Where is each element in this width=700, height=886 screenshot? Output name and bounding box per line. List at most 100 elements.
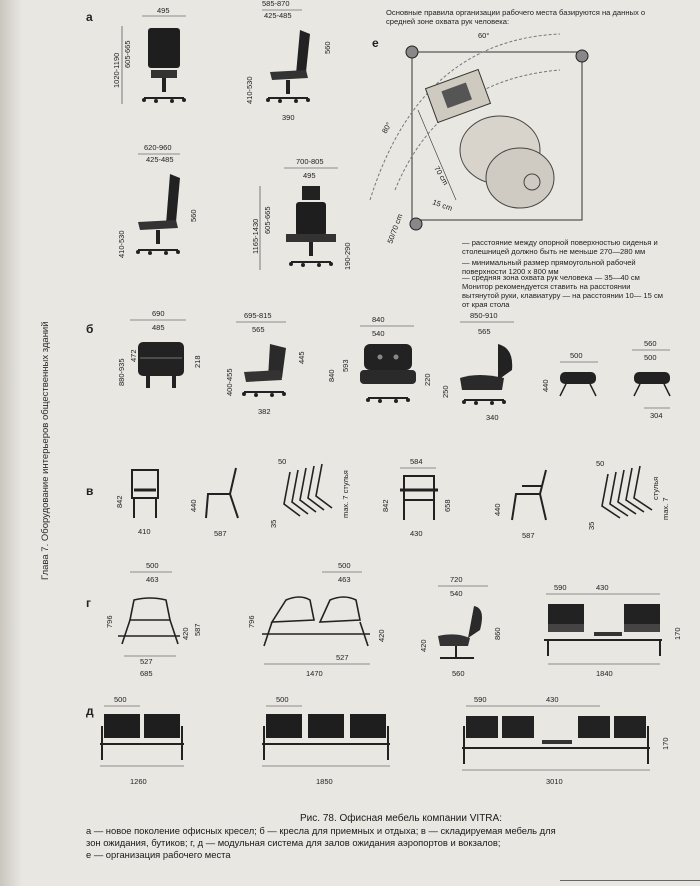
stacked-chairs-v3: 50 max. 7 стулья 35 — [269, 457, 350, 528]
dim-a2-top1: 585-870 — [262, 0, 290, 8]
dim-b1-top1: 690 — [152, 309, 165, 318]
dim-v6-top: 50 — [596, 459, 604, 468]
dim-a4-right: 190-290 — [343, 242, 352, 270]
dim-b3-top2: 540 — [372, 329, 385, 338]
dim-a4-top1: 700-805 — [296, 157, 324, 166]
dim-a4-top2: 495 — [303, 171, 316, 180]
dim-b1-top2: 485 — [152, 323, 165, 332]
office-chair-front-4: 700-805 495 1165-1430 605-665 190-290 — [251, 157, 352, 270]
office-chair-side-3: 620-960 425-485 560 410-530 — [117, 143, 198, 258]
beam-bench-two-d1: 500 1260 — [100, 695, 184, 786]
dim-b3-left1: 840 — [327, 369, 336, 382]
dim-g1-bottom1: 527 — [140, 657, 153, 666]
dim-g4-bottom: 1840 — [596, 669, 613, 678]
dim-d3-bottom: 3010 — [546, 777, 563, 786]
lounge-chair-b1: 690 485 880-935 472 218 — [117, 309, 202, 388]
dim-g1-left: 796 — [105, 615, 114, 628]
workplace-note-1: — расстояние между опорной поверхностью … — [462, 238, 658, 256]
dim-b4-top1: 850-910 — [470, 311, 498, 320]
dim-a3-top2: 425-485 — [146, 155, 174, 164]
row-letter-g: г — [86, 596, 91, 610]
caption-line-1: а — новое поколение офисных кресел; б — … — [86, 825, 556, 836]
dim-b3-top1: 840 — [372, 315, 385, 324]
armchair-side-v5: 440 587 — [493, 469, 547, 540]
dim-a1-left1: 1020-1190 — [112, 53, 121, 88]
dim-b6-top2: 500 — [644, 353, 657, 362]
dim-a3-left: 410-530 — [117, 230, 126, 258]
beam-bench-four-table-d3: 590 430 170 3010 — [462, 695, 670, 786]
dim-b6-top1: 560 — [644, 339, 657, 348]
caption-line-2: зон ожидания, бутиков; г, д — модульная … — [86, 837, 501, 848]
dim-v4-bottom: 430 — [410, 529, 423, 538]
dim-d2-top: 500 — [276, 695, 289, 704]
beam-bench-three-d2: 500 1850 — [262, 695, 390, 786]
dim-v6-right1: стулья — [651, 477, 660, 500]
lounge-seat-side-g3: 720 540 420 860 560 — [419, 575, 502, 678]
dim-v3-right: max. 7 стулья — [341, 470, 350, 518]
dim-v4-top: 584 — [410, 457, 423, 466]
dim-g2-left: 796 — [247, 615, 256, 628]
office-chair-side-2: 585-870 425-485 560 410-530 390 — [245, 0, 332, 122]
dim-v2-bottom: 587 — [214, 529, 227, 538]
dim-v4-right: 658 — [443, 499, 452, 512]
dim-b4-top2: 565 — [478, 327, 491, 336]
dim-b4-bottom: 340 — [486, 413, 499, 422]
dim-g1-right2: 587 — [193, 623, 202, 636]
workplace-angle-top: 60° — [478, 31, 489, 40]
dim-v2-left: 440 — [189, 499, 198, 512]
dim-g2-bottom1: 527 — [336, 653, 349, 662]
dim-a3-top1: 620-960 — [144, 143, 172, 152]
beam-seat-single-g1: 500 463 796 420 587 527 685 — [105, 561, 202, 678]
row-letter-b: б — [86, 322, 94, 336]
dim-v6-left: 35 — [587, 522, 596, 530]
dim-g3-bottom: 560 — [452, 669, 465, 678]
dim-g2-top2: 463 — [338, 575, 351, 584]
figure-caption: Рис. 78. Офисная мебель компании VITRA: … — [86, 813, 676, 861]
ottoman-b6: 560 500 304 — [632, 339, 671, 420]
workplace-70cm: 70 cm — [432, 165, 450, 187]
dim-b1-left2: 472 — [129, 349, 138, 362]
dim-a4-left2: 605-665 — [263, 206, 272, 234]
workplace-intro: Основные правила организации рабочего ме… — [386, 8, 646, 26]
beam-seat-double-g2: 500 463 796 420 527 1470 — [247, 561, 386, 678]
workplace-angle-left: 80° — [380, 121, 393, 135]
dim-a1-left2: 605-665 — [123, 40, 132, 68]
dim-b5-left: 440 — [541, 379, 550, 392]
beam-bench-table-g4: 590 430 170 1840 — [544, 583, 682, 678]
workplace-15cm: 15 cm — [431, 197, 453, 212]
lounge-chair-b2: 695-815 565 400-455 445 382 — [225, 311, 306, 416]
dim-d1-bottom: 1260 — [130, 777, 147, 786]
dim-v5-bottom: 587 — [522, 531, 535, 540]
dim-g2-right: 420 — [377, 629, 386, 642]
caption-line-3: е — организация рабочего места — [86, 849, 231, 860]
dim-g4-top1: 590 — [554, 583, 567, 592]
dim-b2-top1: 695-815 — [244, 311, 272, 320]
dim-g2-bottom2: 1470 — [306, 669, 323, 678]
dim-g3-right: 860 — [493, 627, 502, 640]
dim-d2-bottom: 1850 — [316, 777, 333, 786]
dim-v3-left: 35 — [269, 520, 278, 528]
office-chair-front-1: 495 1020-1190 605-665 — [112, 6, 187, 104]
stacking-chair-front-v1: 842 410 — [115, 469, 159, 536]
dim-g3-top1: 720 — [450, 575, 463, 584]
eames-lounge-side-b4: 850-910 565 250 340 — [441, 311, 514, 422]
dim-a2-top2: 425-485 — [264, 11, 292, 20]
dim-g3-top2: 540 — [450, 589, 463, 598]
book-binding-shadow — [0, 0, 22, 886]
dim-g2-top1: 500 — [338, 561, 351, 570]
dim-b1-left1: 880-935 — [117, 358, 126, 386]
workplace-note-2: — минимальный размер прямоугольной рабоч… — [462, 258, 636, 276]
dim-b3-left2: 593 — [341, 359, 350, 372]
dim-g1-bottom2: 685 — [140, 669, 153, 678]
dim-b4-left: 250 — [441, 385, 450, 398]
dim-b3-right: 220 — [423, 373, 432, 386]
dim-d3-top1: 590 — [474, 695, 487, 704]
dim-v6-right2: max. 7 — [661, 497, 670, 520]
dim-v1-left: 842 — [115, 495, 124, 508]
dim-d3-top2: 430 — [546, 695, 559, 704]
stacking-chair-side-v2: 440 587 — [189, 467, 239, 538]
dim-b2-right: 445 — [297, 351, 306, 364]
dim-g3-left: 420 — [419, 639, 428, 652]
